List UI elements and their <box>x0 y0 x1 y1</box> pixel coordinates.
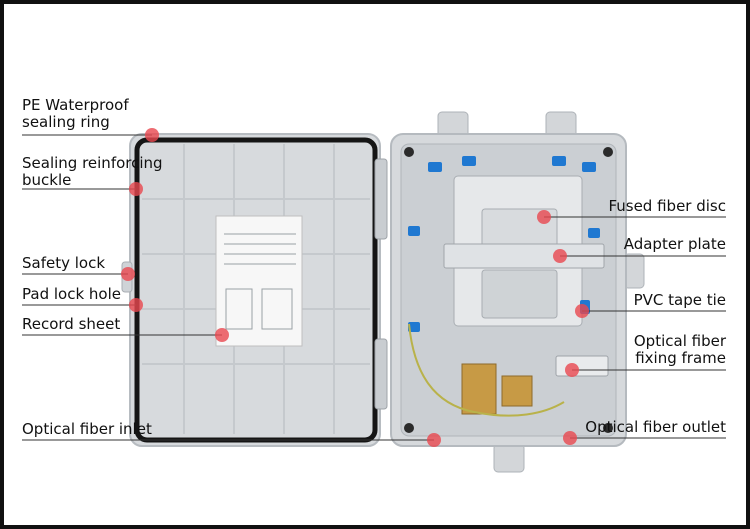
label-fiber-outlet: Optical fiber outlet <box>585 418 726 436</box>
marker-adapter-plate <box>553 249 567 263</box>
sc-adapters <box>408 156 600 332</box>
marker-fused-disc <box>537 210 551 224</box>
label-pvc-tape-tie: PVC tape tie <box>633 291 726 309</box>
marker-sealing-buckle <box>129 182 143 196</box>
record-sheet <box>215 215 303 347</box>
fiber-fixing-frame <box>555 355 609 377</box>
label-fiber-fixing-frame: Optical fiber fixing frame <box>633 332 726 367</box>
leader-lines <box>22 134 726 441</box>
marker-fiber-outlet <box>563 431 577 445</box>
label-safety-lock: Safety lock <box>22 254 106 272</box>
markers <box>121 128 589 447</box>
label-fused-fiber-disc: Fused fiber disc <box>608 197 726 215</box>
marker-pvc-tape-tie <box>575 304 589 318</box>
box-lid <box>121 133 388 447</box>
label-fiber-inlet: Optical fiber inlet <box>22 420 152 438</box>
marker-fixing-frame <box>565 363 579 377</box>
fiber-box-illustration <box>22 111 726 473</box>
label-pe-waterproof: PE Waterproof sealing ring <box>22 96 129 131</box>
marker-pe-sealing-ring <box>145 128 159 142</box>
label-adapter-plate: Adapter plate <box>623 235 726 253</box>
marker-record-sheet <box>215 328 229 342</box>
marker-fiber-inlet <box>427 433 441 447</box>
label-pad-lock-hole: Pad lock hole <box>22 285 121 303</box>
label-record-sheet: Record sheet <box>22 315 121 333</box>
label-sealing-buckle: Sealing reinforcing buckle <box>22 154 163 189</box>
marker-pad-lock-hole <box>129 298 143 312</box>
marker-safety-lock <box>121 267 135 281</box>
metal-bracket <box>461 363 533 415</box>
